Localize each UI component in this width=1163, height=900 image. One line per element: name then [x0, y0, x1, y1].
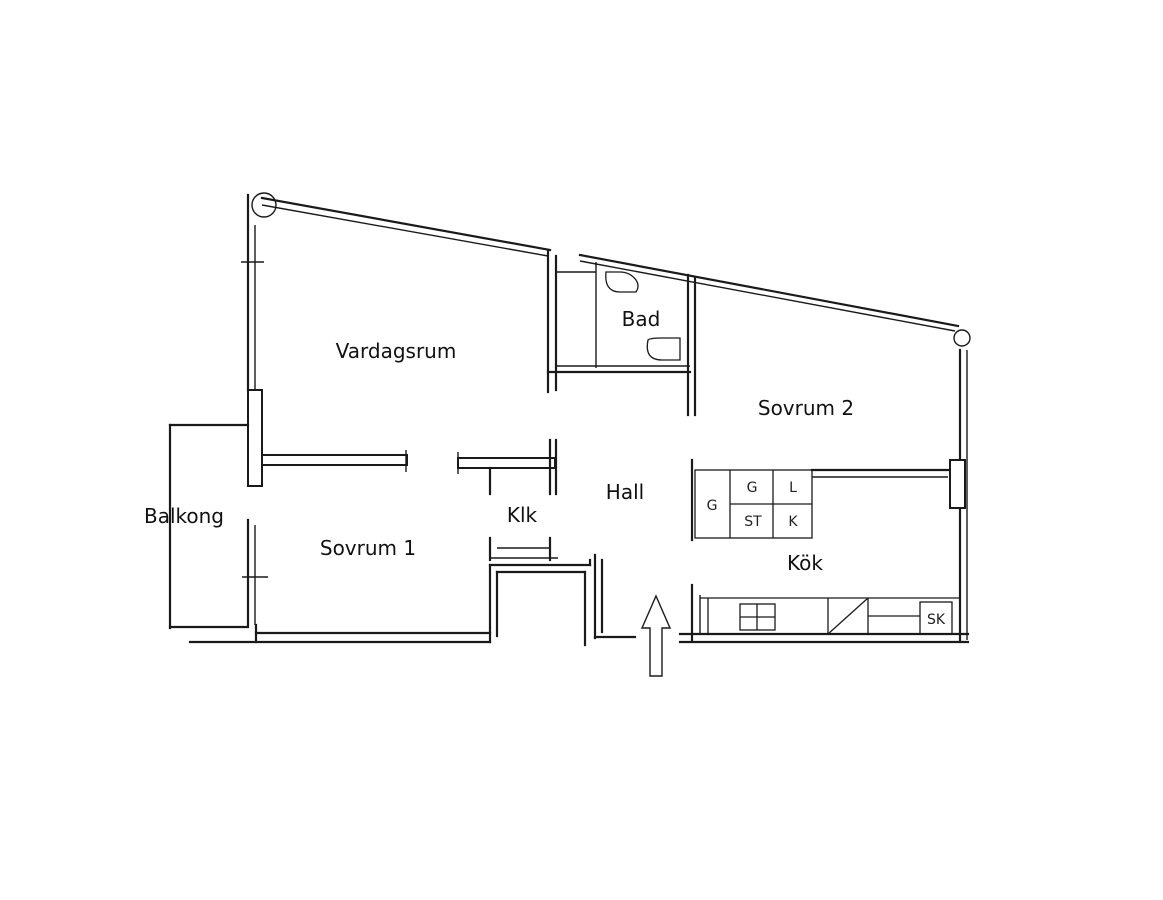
cabinet-g2-label: G	[747, 480, 758, 496]
room-label-kok: Kök	[787, 551, 823, 575]
room-label-balkong: Balkong	[144, 504, 224, 528]
room-label-sovrum1: Sovrum 1	[320, 536, 416, 560]
cabinet-sk-label: SK	[927, 612, 946, 628]
room-label-bad: Bad	[622, 307, 661, 331]
kitchen-counter	[700, 597, 960, 635]
room-label-klk: Klk	[507, 503, 538, 527]
interior-walls	[261, 248, 950, 642]
room-label-sovrum2: Sovrum 2	[758, 396, 854, 420]
room-label-hall: Hall	[606, 480, 644, 504]
room-label-vardagsrum: Vardagsrum	[336, 339, 457, 363]
cabinet-l-label: L	[789, 480, 797, 496]
cabinet-st-label: ST	[744, 514, 762, 530]
cabinet-g1-label: G	[707, 498, 718, 514]
cabinet-k-label: K	[788, 514, 798, 530]
toilet-icon	[605, 271, 639, 293]
sink-icon	[646, 337, 681, 361]
kitchen-cabinets	[694, 469, 813, 539]
exterior-walls	[168, 192, 971, 647]
entrance-arrow-icon	[640, 594, 672, 677]
